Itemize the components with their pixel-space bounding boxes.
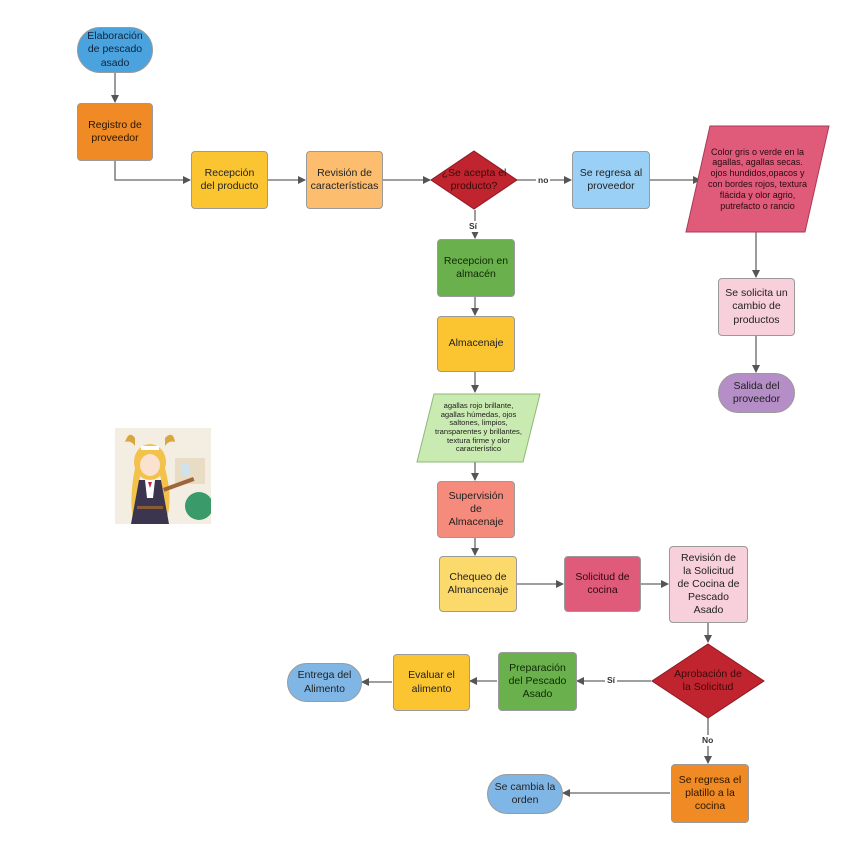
data-defectos-label: Color gris o verde en la agallas, agalla… [707,146,808,211]
node-solicita-cambio-label: Se solicita un cambio de productos [725,287,788,326]
node-revision-solicitud-label: Revisión de la Solicitud de Cocina de Pe… [677,551,740,617]
node-revision-solicitud: Revisión de la Solicitud de Cocina de Pe… [669,546,748,623]
node-salida-proveedor: Salida del proveedor [718,373,795,413]
node-recepcion-producto: Recepción del producto [191,151,268,209]
decision-aprobacion-label: Aprobación de la Solicitud [674,668,742,693]
node-chequeo-almacenaje: Chequeo de Almancenaje [439,556,517,612]
node-regresa-platillo: Se regresa el platillo a la cocina [671,764,749,823]
node-solicita-cambio: Se solicita un cambio de productos [718,278,795,336]
node-preparacion-label: Preparación del Pescado Asado [508,661,567,701]
decision-acepta-producto: ¿Se acepta el producto? [430,150,518,210]
node-regresa-platillo-label: Se regresa el platillo a la cocina [678,773,742,813]
node-solicitud-cocina-label: Solicitud de cocina [575,570,630,596]
node-regresa-proveedor-label: Se regresa al proveedor [579,166,643,192]
node-regresa-proveedor: Se regresa al proveedor [572,151,650,209]
node-recepcion-almacen-label: Recepcion en almacén [443,254,509,280]
node-revision-caracteristicas: Revisión de características [306,151,383,209]
decision-aprobacion-solicitud: Aprobación de la Solicitud [651,643,765,719]
data-defectos: Color gris o verde en la agallas, agalla… [685,125,830,233]
node-entrega-label: Entrega del Alimento [297,669,352,695]
edge-label-no: no [536,175,551,186]
mascot-image [115,428,211,524]
node-start-label: Elaboración de pescado asado [87,30,143,69]
node-supervision-almacenaje: Supervisión de Almacenaje [437,481,515,538]
parallelogram-shape [416,393,541,463]
node-registro-proveedor: Registro de proveedor [77,103,153,161]
edge-label-no: No [700,735,716,746]
node-entrega-alimento: Entrega del Alimento [287,663,362,702]
parallelogram-shape [685,125,830,233]
data-caracteristicas-label: agallas rojo brillante, agallas húmedas,… [435,400,522,454]
node-evaluar-alimento: Evaluar el alimento [393,654,470,711]
node-almacenaje: Almacenaje [437,316,515,372]
node-recepcion-almacen: Recepcion en almacén [437,239,515,297]
node-cambia-orden-label: Se cambia la orden [494,780,556,806]
anime-maid-character-icon [115,428,211,524]
node-cambia-orden: Se cambia la orden [487,774,563,814]
edge-label-si: Sí [467,221,480,232]
node-registro-label: Registro de proveedor [88,118,142,144]
node-chequeo-label: Chequeo de Almancenaje [447,570,509,596]
node-start: Elaboración de pescado asado [77,27,153,73]
decision-acepta-label: ¿Se acepta el producto? [441,167,507,192]
node-solicitud-cocina: Solicitud de cocina [564,556,641,612]
decision-shape [651,643,765,719]
node-revision-label: Revisión de características [310,166,379,192]
edge-registro-recepcion [114,161,191,184]
data-caracteristicas-ok: agallas rojo brillante, agallas húmedas,… [416,393,541,463]
node-salida-label: Salida del proveedor [732,379,781,405]
edge-label-si: Sí [605,675,618,686]
node-preparacion: Preparación del Pescado Asado [498,652,577,711]
node-evaluar-label: Evaluar el alimento [408,669,455,695]
node-almacenaje-label: Almacenaje [448,337,504,350]
node-supervision-label: Supervisión de Almacenaje [448,489,504,529]
decision-shape [430,150,518,210]
node-recepcion-label: Recepción del producto [200,166,259,192]
